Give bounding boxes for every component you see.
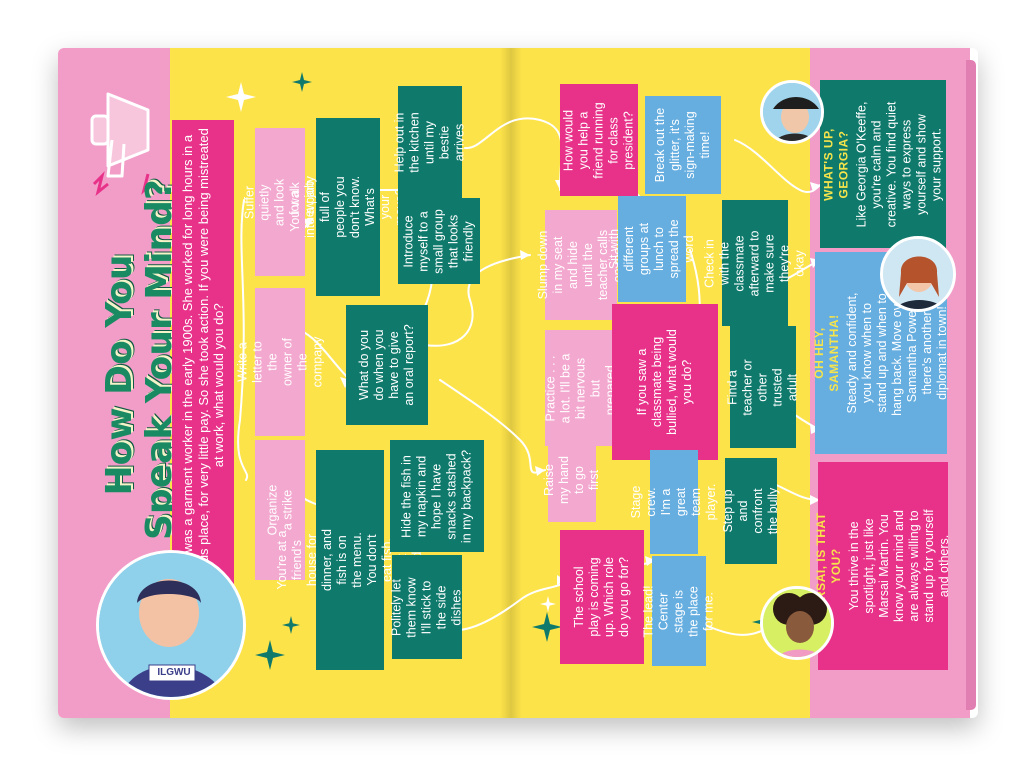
choice-help-kitchen[interactable]: Help out in the kitchen until my bestie … (393, 86, 467, 198)
ilgwu-badge: ILGWU (157, 667, 191, 678)
choice-slump-down[interactable]: Slump down in my seat and hide until the… (536, 210, 625, 320)
result-marsai: MARSAI, IS THAT YOU? You thrive in the s… (814, 462, 951, 670)
sparkle-icon (540, 596, 556, 612)
sparkle-icon (255, 640, 285, 670)
choice-break-out-glitter[interactable]: Break out the glitter, it's sign-making … (645, 96, 721, 194)
choice-find-teacher[interactable]: Find a teacher or other trusted adult (726, 326, 800, 448)
choice-write-letter[interactable]: Write a letter to the owner of the compa… (235, 288, 324, 436)
marsai-martin-portrait (760, 586, 834, 660)
question-bullied-classmate[interactable]: If you saw a classmate being bullied, wh… (612, 304, 718, 460)
result-georgia: WHAT'S UP, GEORGIA? Like Georgia O'Keeff… (820, 80, 946, 248)
choice-introduce-myself[interactable]: Introduce myself to a small group that l… (398, 198, 480, 284)
choice-confront-bully[interactable]: Step up and confront the bully (721, 458, 780, 564)
page-edge (966, 60, 976, 710)
result-marsai-body: You thrive in the spotlight, just like M… (847, 509, 951, 623)
choice-politely-side-dishes[interactable]: Politely let them know I'll stick to the… (390, 555, 464, 659)
spine-gutter (500, 48, 522, 718)
sparkle-icon (282, 616, 300, 634)
choice-stage-crew[interactable]: Stage crew. I'm a great team player. (629, 450, 718, 554)
question-class-president[interactable]: How would you help a friend running for … (560, 84, 638, 196)
title-line-1: How Do You (99, 254, 140, 496)
choice-sit-different-groups[interactable]: Sit with different groups at lunch to sp… (607, 196, 696, 302)
choice-organize-strike[interactable]: Organize a strike (255, 440, 305, 580)
sparkle-icon (292, 72, 312, 92)
marsai-illustration (763, 589, 831, 657)
choice-lead-role[interactable]: The lead! Center stage is the place for … (642, 556, 716, 666)
choice-practice-a-lot[interactable]: Practice . . . a lot. I'll be a bit nerv… (544, 330, 618, 446)
clara-lemlich-portrait: ILGWU (96, 550, 246, 700)
samantha-illustration (883, 239, 953, 309)
question-party[interactable]: You walk into a party full of people you… (288, 118, 407, 296)
clara-illustration (99, 553, 243, 697)
choice-suffer-quietly[interactable]: Suffer quietly and look for a new job (243, 128, 317, 276)
question-oral-report[interactable]: What do you do when you have to give an … (346, 305, 428, 425)
choice-raise-hand[interactable]: Raise my hand to go first (542, 438, 601, 522)
sparkle-icon (532, 612, 562, 642)
georgia-okeeffe-portrait (760, 80, 824, 144)
question-dinner[interactable]: You're at a friend's house for dinner, a… (275, 450, 424, 670)
result-georgia-body: Like Georgia O'Keeffe, you're calm and c… (854, 101, 944, 227)
result-samantha-title: OH HEY, SAMANTHA! (812, 314, 841, 392)
georgia-illustration (763, 83, 821, 141)
samantha-power-portrait (880, 236, 956, 312)
sparkle-icon (226, 82, 256, 112)
result-georgia-title: WHAT'S UP, GEORGIA? (821, 127, 851, 201)
choice-hide-fish[interactable]: Hide the fish in my napkin and hope I ha… (390, 440, 484, 552)
question-school-play[interactable]: The school play is coming up. Which role… (560, 530, 644, 664)
megaphone-icon (90, 92, 156, 196)
choice-check-in-classmate[interactable]: Check in with the classmate afterward to… (703, 200, 807, 326)
